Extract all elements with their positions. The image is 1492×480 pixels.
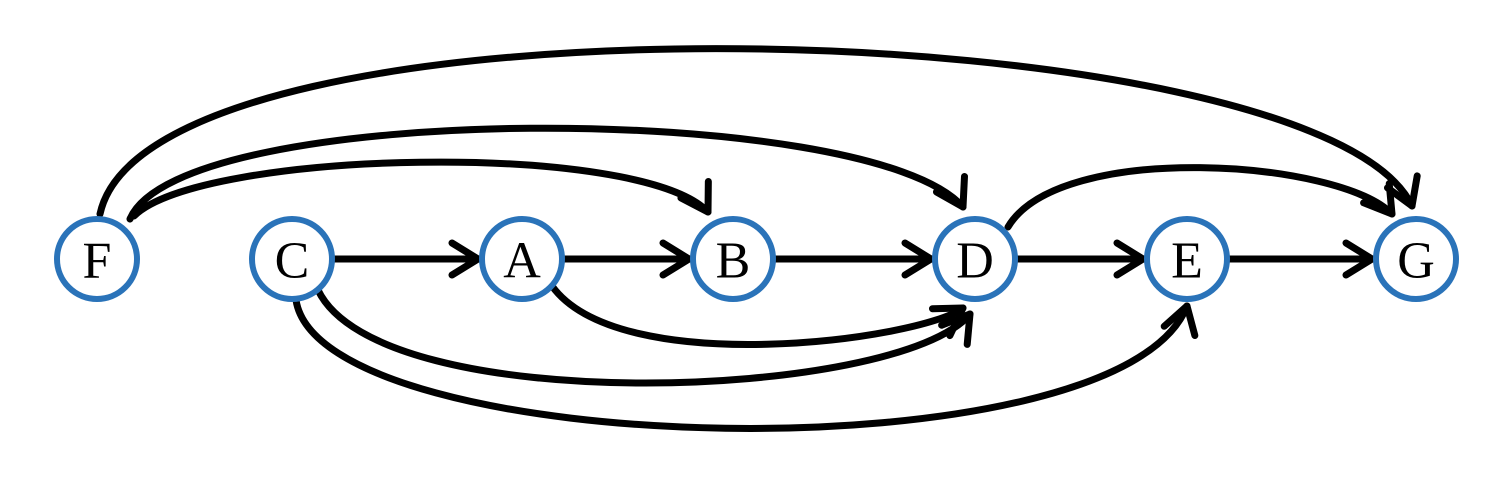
node-label: B: [716, 233, 751, 290]
edge-c-to-e: [292, 296, 1199, 432]
edges-layer: [96, 45, 1421, 432]
arrowhead: [938, 310, 974, 348]
node-label: G: [1397, 233, 1435, 290]
edge-line: [548, 282, 967, 348]
node-circle: [54, 216, 140, 302]
edge-a-to-d: [548, 282, 967, 348]
node-circle: [249, 216, 335, 302]
node-g: G: [1373, 216, 1459, 302]
node-circle: [1144, 216, 1230, 302]
node-e: E: [1144, 216, 1230, 302]
node-a: A: [479, 216, 565, 302]
node-circle: [690, 216, 776, 302]
edge-c-to-a: [328, 239, 482, 279]
arrowhead: [901, 239, 935, 279]
arrowhead: [1160, 302, 1199, 340]
edge-line: [130, 158, 712, 220]
arrowhead: [448, 239, 482, 279]
edge-f-to-g: [96, 45, 1421, 218]
node-label: C: [275, 233, 310, 290]
edge-line: [314, 286, 974, 387]
arrowhead: [1113, 239, 1147, 279]
edge-b-to-d: [769, 239, 935, 279]
edge-line: [96, 45, 1416, 218]
node-c: C: [249, 216, 335, 302]
arrowhead: [659, 239, 693, 279]
node-d: D: [932, 216, 1018, 302]
edge-a-to-b: [558, 239, 693, 279]
edge-line: [126, 124, 967, 223]
node-circle: [479, 216, 565, 302]
edge-e-to-g: [1223, 239, 1376, 279]
arrowhead: [677, 177, 712, 216]
edge-f-to-d: [126, 124, 968, 223]
node-label: F: [83, 233, 112, 290]
arrowhead: [932, 173, 968, 211]
node-label: D: [956, 233, 994, 290]
edge-d-to-e: [1011, 239, 1147, 279]
edge-line: [1004, 164, 1396, 231]
edge-c-to-d: [314, 286, 974, 387]
edge-f-to-b: [130, 158, 712, 220]
arrowhead: [1360, 180, 1396, 218]
node-circle: [932, 216, 1018, 302]
arrowhead: [1342, 239, 1376, 279]
edge-line: [292, 296, 1191, 432]
node-b: B: [690, 216, 776, 302]
arrowhead: [1383, 172, 1421, 210]
node-label: E: [1171, 233, 1203, 290]
node-circle: [1373, 216, 1459, 302]
node-f: F: [54, 216, 140, 302]
edge-d-to-g: [1004, 164, 1396, 231]
node-label: A: [503, 233, 541, 290]
